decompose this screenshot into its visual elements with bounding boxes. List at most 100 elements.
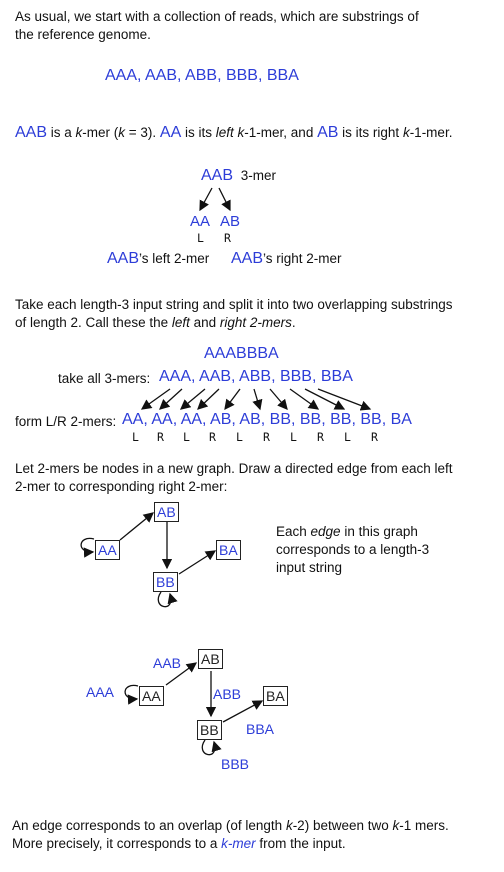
g2-label-abb: ABB [213,686,242,702]
g2-label-bba: BBA [246,721,275,737]
fan-arrow-3 [180,388,206,410]
left-word: left k [215,125,245,140]
closing-1k: k [285,818,293,833]
kmer-text-5: -1-mer, and [244,125,318,140]
split-arrow-right [218,187,231,212]
genome-string: AAABBBA [204,345,279,362]
left-kmer-example: AA [159,124,182,141]
g2-edge-aa-ab [165,662,198,686]
g2-node-bb: BB [197,720,222,740]
left-caption: AAB’s left 2-mer [107,250,209,268]
split-arrow-left [199,187,213,212]
g1-node-ab: AB [154,502,179,522]
g1-edge-bb-ba [178,550,217,575]
split-kmer-label: AAB [201,167,234,184]
fan-arrow-2 [159,388,183,410]
left-caption-kmer: AAB [107,250,140,267]
closing-1c: -1 mers. [399,818,449,833]
g2-label-aaa: AAA [86,684,115,700]
g1-note-b: in this graph [340,524,418,539]
kmer-text-2: -mer ( [82,125,119,140]
kmer-k-1: k [75,125,83,140]
split-text-line-2: of length 2. Call these the left and rig… [15,314,296,332]
g2-node-ab: AB [198,649,223,669]
closing-1a: An edge corresponds to an overlap (of le… [12,818,286,833]
right-caption: AAB’s right 2-mer [231,250,342,268]
lr-tag: R [263,430,270,444]
g2-node-aa: AA [139,686,164,706]
kmer-text-1: is a [47,125,76,140]
split-left: AA [190,213,211,230]
g1-edge-aa-ab [119,512,155,541]
g2-edge-bb-ba [222,700,264,723]
split-kmer: AAB 3-mer [201,167,276,185]
lr-tag: L [183,430,190,444]
g1-note-line-1: Each edge in this graph [276,523,418,541]
g1-note-a: Each [276,524,311,539]
fan-arrow-4 [197,388,220,410]
lr-tag: R [209,430,216,444]
kmer-text-3: = 3). [125,125,160,140]
g1-loop-aa [80,537,95,558]
form-label: form L/R 2-mers: [15,414,117,429]
right-caption-text: ’s right 2-mer [263,251,342,266]
intro-line-1: As usual, we start with a collection of … [15,9,419,24]
g1-node-bb: BB [153,572,178,592]
threemers-list: AAA, AAB, ABB, BBB, BBA [159,368,353,385]
fan-arrow-1 [140,388,171,410]
g1-node-aa: AA [95,540,120,560]
closing-1b: -2) between two [292,818,393,833]
g2-loop-bb [201,739,222,756]
fan-arrow-7 [269,388,288,410]
graph-text-line-1: Let 2-mers be nodes in a new graph. Draw… [15,461,453,476]
lr-tag: L [236,430,243,444]
split-text-a: of length 2. Call these the [15,315,172,330]
g2-label-bbb: BBB [221,756,250,772]
split-text-left: left [171,315,190,330]
reads-list: AAA, AAB, ABB, BBB, BBA [105,67,299,84]
closing-2a: More precisely, it corresponds to a [12,836,222,851]
fan-arrow-5 [224,388,241,411]
right-caption-kmer: AAB [231,250,264,267]
split-right-tag: R [224,231,231,245]
left-caption-text: ’s left 2-mer [139,251,210,266]
lr-tag: R [317,430,324,444]
fan-arrow-6 [252,388,263,411]
closing-2b: from the input. [255,836,346,851]
g2-node-ba: BA [263,686,288,706]
g1-node-ba: BA [216,540,241,560]
split-left-tag: L [197,231,204,245]
take-label: take all 3-mers: [58,371,151,386]
closing-1k2: k [392,818,400,833]
kmer-example: AAB [15,124,48,141]
kmer-text-4: is its [181,125,216,140]
graph-text-line-2: 2-mer to corresponding right 2-mer: [15,479,228,494]
g2-label-aab: AAB [153,655,182,671]
fan-arrow-8 [289,388,320,410]
closing-line-2: More precisely, it corresponds to a k-me… [12,835,346,853]
split-text-line-1: Take each length-3 input string and spli… [15,297,453,312]
g1-loop-bb [157,591,178,608]
lr-tag: R [371,430,378,444]
kmer-sentence: AAB is a k-mer (k = 3). AA is its left k… [15,124,452,142]
split-right: AB [220,213,241,230]
closing-line-1: An edge corresponds to an overlap (of le… [12,817,449,835]
kmer-k-2: k [118,125,126,140]
split-kmer-suffix: 3-mer [240,168,277,183]
split-text-end: . [291,315,296,330]
lr-tag: L [344,430,351,444]
right-kmer-example: AB [317,124,339,141]
fan-arrow-10 [317,388,372,411]
split-text-and: and [189,315,220,330]
closing-kmer: k-mer [221,836,256,851]
kmer-k-3: k [402,125,410,140]
lr-tag: L [132,430,139,444]
intro-line-2: the reference genome. [15,27,151,42]
g1-note-line-3: input string [276,560,343,575]
twomers-list: AA, AA, AA, AB, AB, BB, BB, BB, BB, BA [122,411,412,428]
kmer-text-6: is its right [338,125,403,140]
lr-tag: R [157,430,164,444]
fan-arrow-9 [304,388,346,410]
g1-note-edge: edge [310,524,341,539]
